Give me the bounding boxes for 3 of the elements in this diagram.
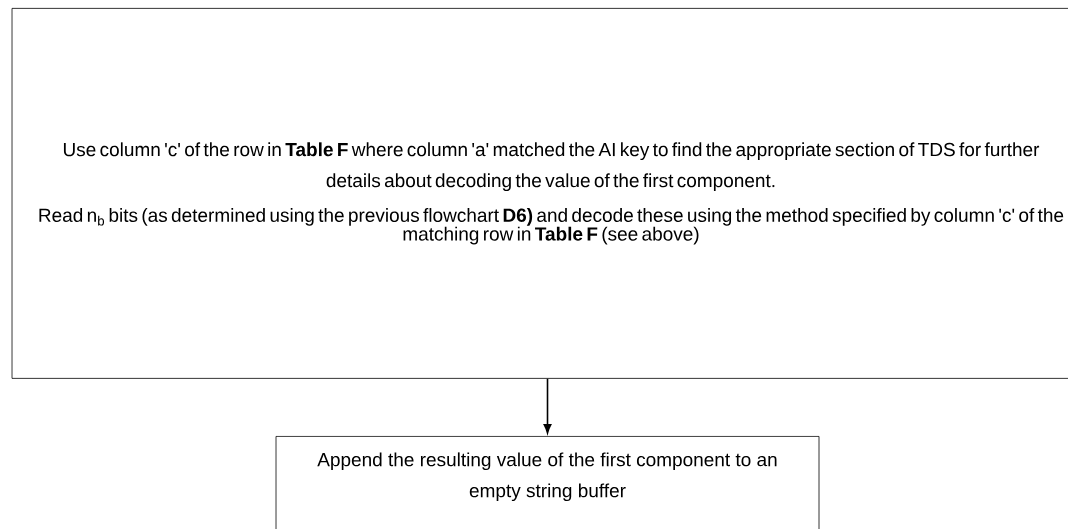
process-box: Append the resulting value of the first component to an empty string buffer <box>275 436 820 529</box>
process-box: Use column 'c' of the row in Table F where column 'a' matched the AI key to find the appropriate section of TDS for further details about decoding the value of the first component. Read n$_{b}$ bits (as determined using the previous flowchart D6) and decode these using the method specified by column 'c' of the matching row in Table F (see above) <box>11 8 1068 379</box>
arrow <box>543 378 552 434</box>
